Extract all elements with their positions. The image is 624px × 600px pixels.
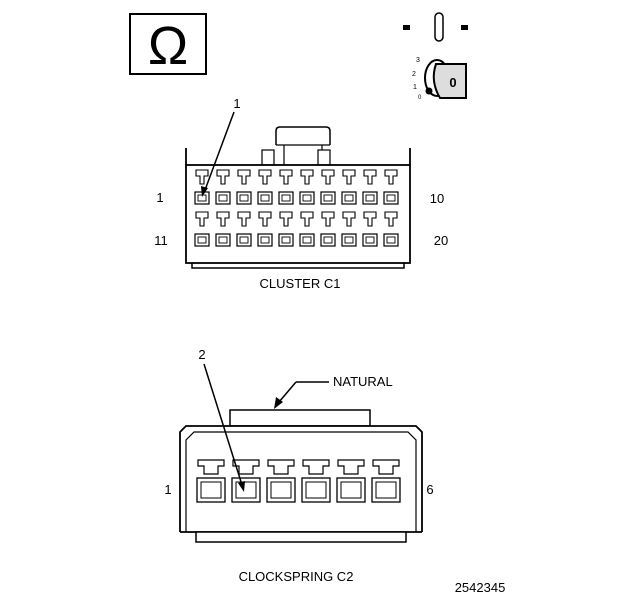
clockspring-cavity (231, 459, 261, 503)
callout-1: 1 (233, 96, 240, 111)
ignition-switch-icon: 0 3 2 1 0 (403, 12, 468, 101)
cluster-cavity (320, 211, 336, 247)
cluster-cavity (341, 169, 357, 205)
cluster-pin-1-label: 1 (156, 190, 163, 205)
switch-position-1: 1 (413, 84, 417, 91)
key-label: 0 (449, 75, 456, 90)
cluster-pin-11-label: 11 (154, 233, 168, 248)
clockspring-cavity (371, 459, 401, 503)
color-note: NATURAL (333, 374, 393, 389)
cluster-cavity (299, 169, 315, 205)
cluster-c1-cavities (194, 169, 399, 247)
cluster-cavity (236, 169, 252, 205)
cluster-pin-20-label: 20 (434, 233, 448, 248)
switch-position-2: 2 (412, 71, 416, 78)
clockspring-cavity (196, 459, 226, 503)
cluster-cavity (383, 211, 399, 247)
clockspring-c2-title: CLOCKSPRING C2 (239, 569, 354, 584)
cluster-cavity (215, 211, 231, 247)
clockspring-pin-6-label: 6 (426, 482, 433, 497)
cluster-c1-title: CLUSTER C1 (260, 276, 341, 291)
cluster-cavity (362, 169, 378, 205)
clockspring-cavity (301, 459, 331, 503)
switch-position-0: 0 (418, 95, 422, 101)
cluster-cavity (320, 169, 336, 205)
switch-position-3: 3 (416, 57, 420, 64)
cluster-cavity (278, 169, 294, 205)
clockspring-c2-connector (179, 409, 423, 543)
cluster-cavity (257, 211, 273, 247)
cluster-cavity (362, 211, 378, 247)
cluster-cavity (257, 169, 273, 205)
cluster-cavity (236, 211, 252, 247)
clockspring-cavity (336, 459, 366, 503)
cluster-pin-10-label: 10 (430, 191, 444, 206)
cluster-cavity (299, 211, 315, 247)
callout-2: 2 (198, 347, 205, 362)
cluster-cavity (215, 169, 231, 205)
cluster-cavity (194, 211, 210, 247)
ohmmeter-icon: Ω (129, 13, 207, 76)
figure-number: 2542345 (455, 580, 506, 595)
clockspring-pin-1-label: 1 (164, 482, 171, 497)
cluster-cavity (341, 211, 357, 247)
cluster-c1-connector (185, 126, 411, 269)
clockspring-cavity (266, 459, 296, 503)
clockspring-c2-cavities (196, 459, 401, 503)
cluster-cavity (383, 169, 399, 205)
cluster-cavity (278, 211, 294, 247)
ohm-symbol: Ω (148, 16, 188, 76)
